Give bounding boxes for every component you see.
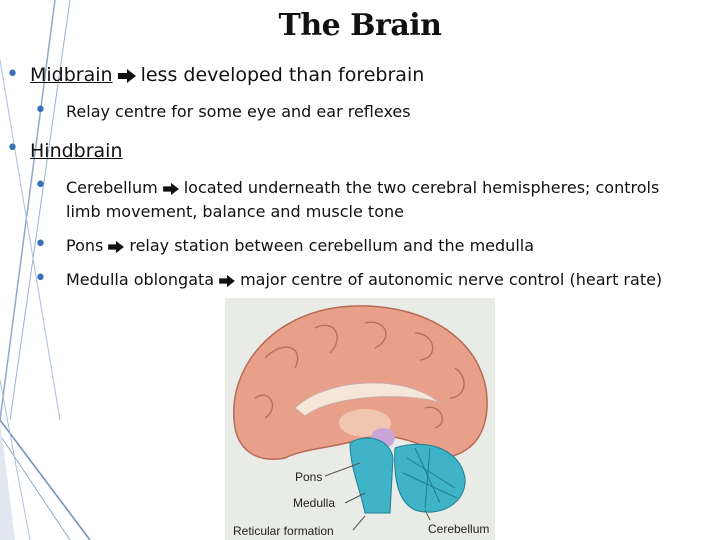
list-item-cerebellum: Cerebellum located underneath the two cer… xyxy=(66,178,659,197)
bullet-icon: • xyxy=(6,136,19,161)
arrow-right-icon xyxy=(108,240,125,253)
heading-hindbrain: Hindbrain xyxy=(30,140,123,162)
desc-cerebellum-cont: limb movement, balance and muscle tone xyxy=(66,202,404,221)
list-item-medulla: Medulla oblongata major centre of autonom… xyxy=(66,270,662,289)
bullet-icon: • xyxy=(34,232,47,257)
desc-pons: relay station between cerebellum and the… xyxy=(129,236,535,255)
desc-cerebellum: located underneath the two cerebral hemi… xyxy=(183,178,660,197)
list-item-midbrain: Midbrain less developed than forebrain xyxy=(30,64,424,86)
list-item-pons: Pons relay station between cerebellum and… xyxy=(66,236,534,255)
brain-illustration: Pons Medulla Reticular formation Cerebel… xyxy=(225,298,495,540)
sub-item-relay: Relay centre for some eye and ear reflex… xyxy=(66,102,411,121)
bullet-icon: • xyxy=(34,266,47,291)
brain-diagram xyxy=(233,305,488,531)
bullet-icon: • xyxy=(34,173,47,198)
decorative-lines xyxy=(0,0,91,540)
desc-medulla: major centre of autonomic nerve control … xyxy=(240,270,663,289)
bullet-icon: • xyxy=(6,62,19,87)
desc-midbrain: less developed than forebrain xyxy=(140,64,425,86)
page-title: The Brain xyxy=(278,8,442,43)
arrow-right-icon xyxy=(117,68,136,83)
heading-midbrain: Midbrain xyxy=(30,64,113,86)
bullet-icon: • xyxy=(34,98,47,123)
label-cerebellum: Cerebellum xyxy=(428,522,490,536)
heading-pons: Pons xyxy=(66,236,104,255)
label-pons: Pons xyxy=(295,470,323,484)
heading-cerebellum: Cerebellum xyxy=(66,178,158,197)
label-reticular-formation: Reticular formation xyxy=(233,524,334,538)
heading-medulla: Medulla oblongata xyxy=(66,270,215,289)
arrow-right-icon xyxy=(162,182,179,195)
arrow-right-icon xyxy=(219,274,235,287)
label-medulla: Medulla xyxy=(293,496,336,510)
